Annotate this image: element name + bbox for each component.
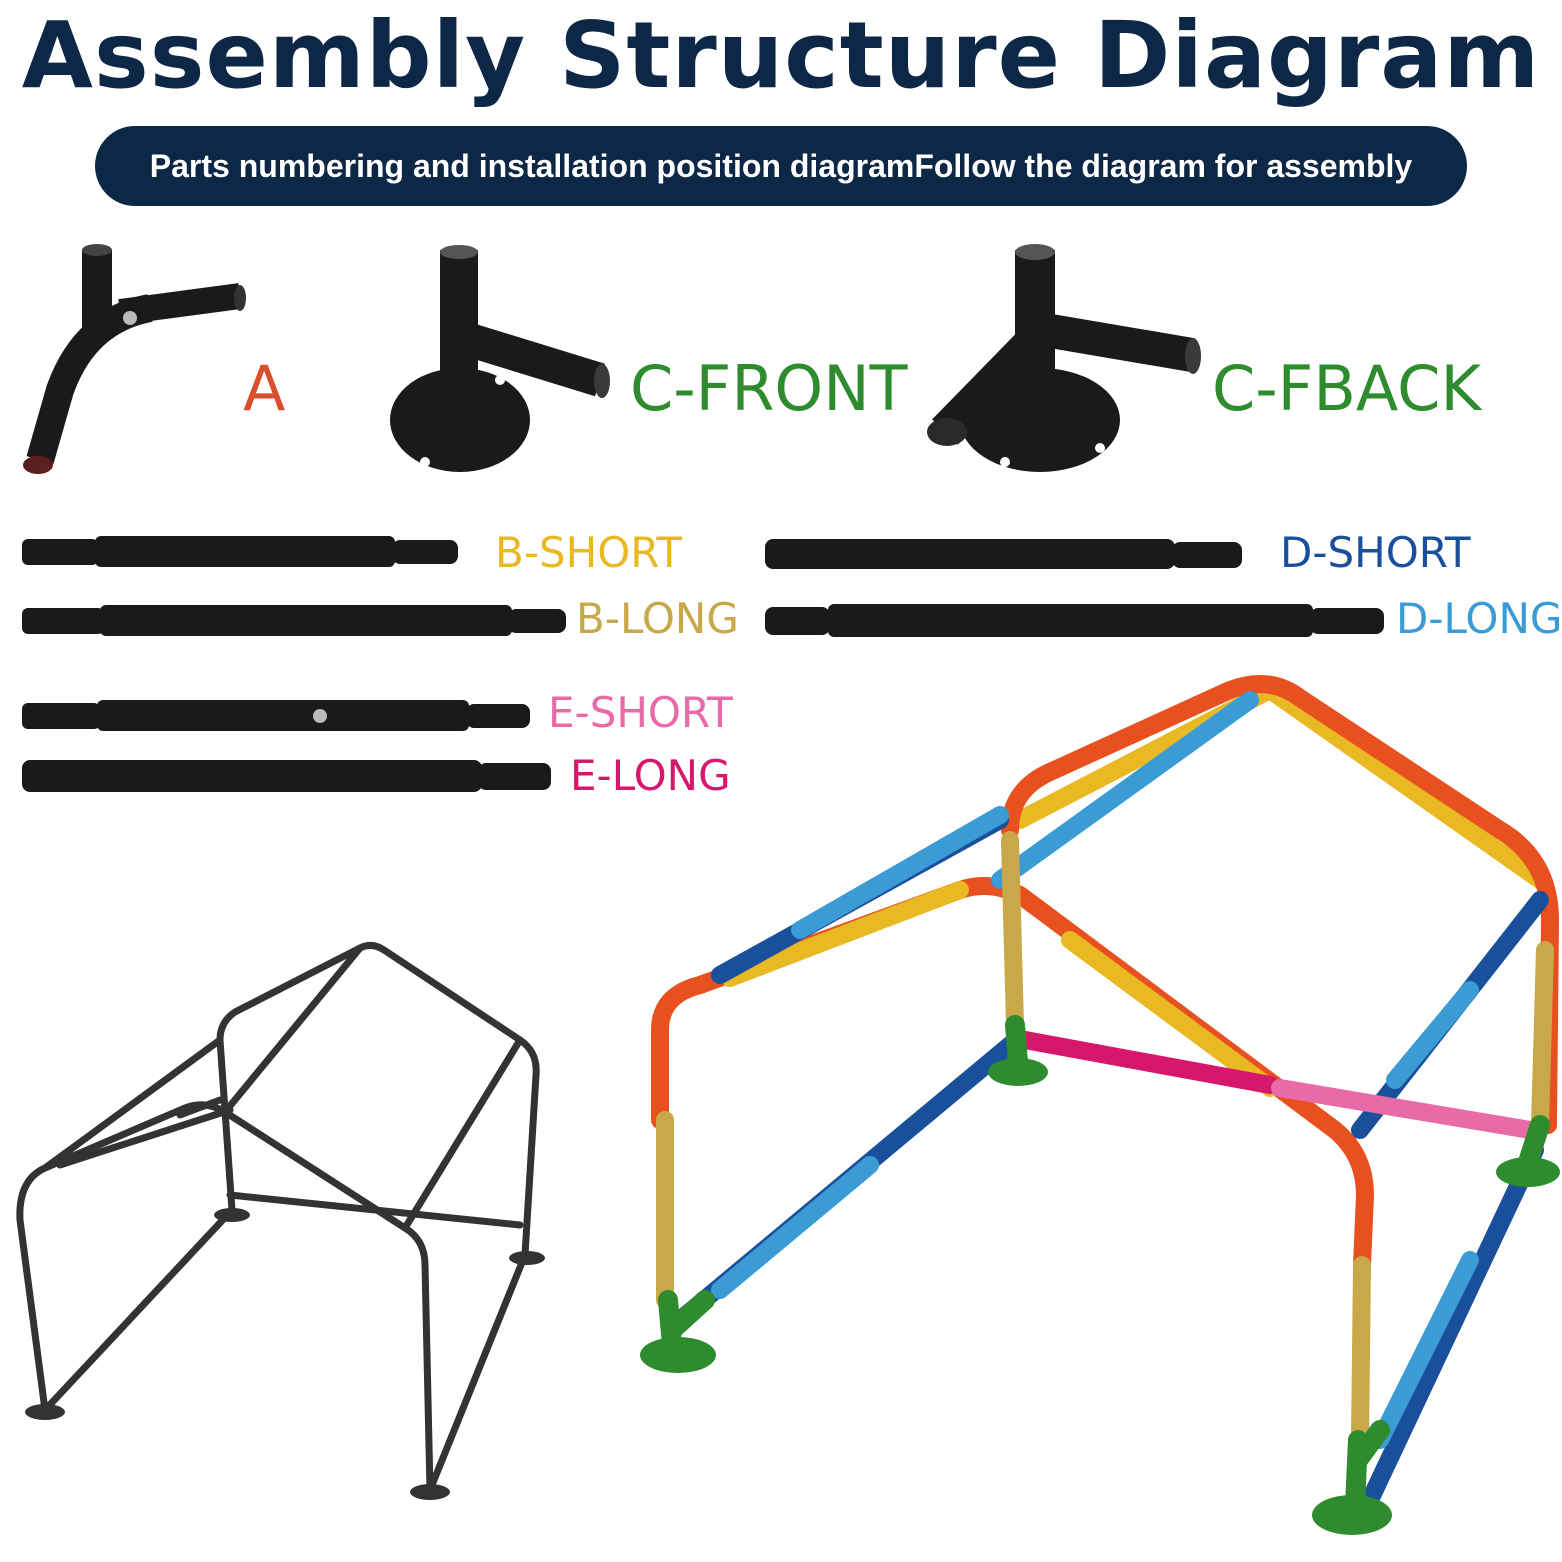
- label-b-short: B-SHORT: [495, 528, 683, 577]
- label-e-long: E-LONG: [570, 751, 731, 800]
- label-a: A: [243, 352, 286, 425]
- subtitle-banner: Parts numbering and installation positio…: [95, 126, 1467, 206]
- frame-assembled-icon: [16, 941, 540, 1494]
- page-title: Assembly Structure Diagram: [21, 2, 1541, 109]
- tube-e-short: [22, 700, 530, 731]
- label-d-long: D-LONG: [1396, 594, 1562, 643]
- label-b-long: B-LONG: [576, 594, 739, 643]
- label-e-short: E-SHORT: [548, 688, 733, 737]
- frame-assembled-feet: [25, 1208, 545, 1500]
- tube-d-short: [765, 539, 1242, 569]
- fitting-c-fback-icon: [927, 244, 1201, 472]
- frame-colored-feet: [640, 1058, 1560, 1535]
- label-c-fback: C-FBACK: [1212, 352, 1482, 425]
- frame-colored-icon: [651, 675, 1559, 1509]
- tube-b-long: [22, 605, 566, 636]
- tube-d-long: [765, 604, 1384, 637]
- label-d-short: D-SHORT: [1280, 528, 1471, 577]
- label-c-front: C-FRONT: [630, 352, 908, 425]
- subtitle-text: Parts numbering and installation positio…: [149, 147, 1413, 184]
- tube-e-long: [22, 760, 551, 792]
- frame-colored-joints: [658, 1015, 1550, 1515]
- tube-b-short: [22, 536, 458, 567]
- fitting-c-front-icon: [390, 245, 610, 472]
- fitting-a-icon: [23, 244, 246, 474]
